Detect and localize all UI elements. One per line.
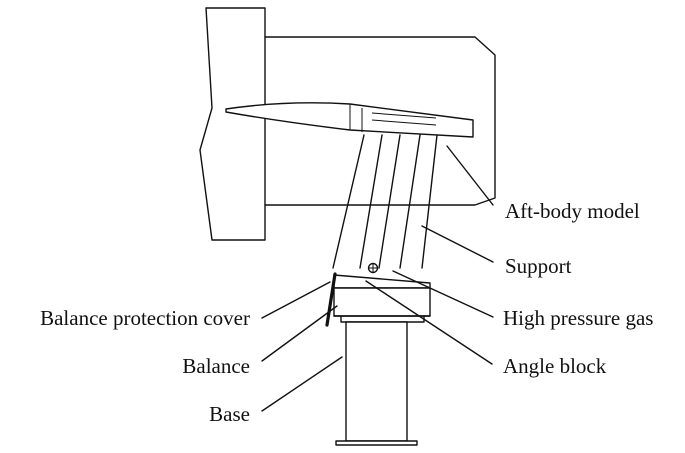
balance bbox=[333, 287, 431, 323]
label-angle-block: Angle block bbox=[503, 354, 607, 378]
label-base: Base bbox=[209, 402, 250, 426]
leader-support bbox=[421, 225, 494, 263]
leader-aft-body-model bbox=[446, 145, 494, 206]
leader-high-pressure-gas bbox=[392, 270, 494, 318]
leader-balance bbox=[261, 305, 338, 362]
balance-protection-cover bbox=[325, 272, 337, 327]
support bbox=[332, 134, 438, 269]
leader-balance-protection-cover bbox=[261, 281, 331, 319]
label-balance-protection-cover: Balance protection cover bbox=[40, 306, 250, 330]
label-balance: Balance bbox=[182, 354, 250, 378]
base bbox=[335, 321, 418, 446]
leader-angle-block bbox=[365, 280, 493, 365]
label-high-pressure-gas: High pressure gas bbox=[503, 306, 653, 330]
aft-body-model bbox=[225, 102, 474, 138]
leader-base bbox=[261, 356, 343, 412]
label-support: Support bbox=[505, 254, 572, 278]
label-aft-body-model: Aft-body model bbox=[505, 199, 640, 223]
